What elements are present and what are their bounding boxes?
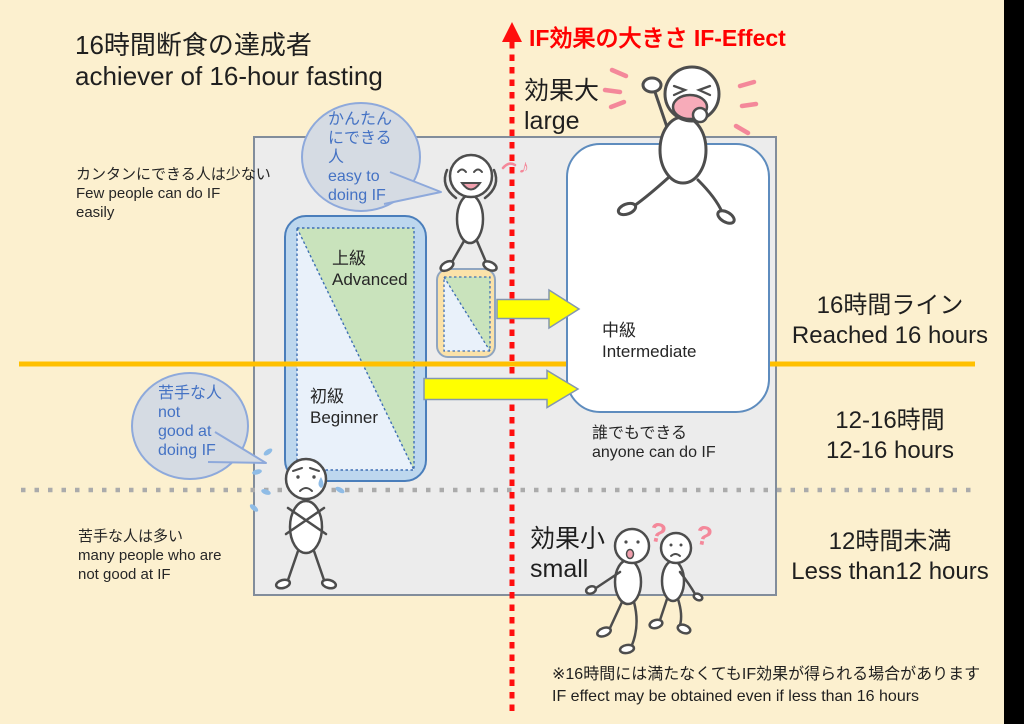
label-16h-line: 16時間ライン Reached 16 hours [791, 292, 989, 349]
excitement-dashes [602, 67, 759, 136]
title-ja: 16時間断食の達成者 [75, 30, 312, 60]
bubble-easy-text: かんたん にできる 人 easy to doing IF [328, 111, 393, 204]
small-achiever-box [436, 268, 496, 358]
label-effect-small: 効果小 small [530, 525, 606, 583]
label-12-16h: 12-16時間 12-16 hours [825, 407, 955, 464]
intermediate-box [566, 143, 770, 413]
label-anyone: 誰でもできる anyone can do IF [592, 425, 716, 461]
note-few-people: カンタンにできる人は少ない Few people can do IF easil… [76, 166, 271, 221]
page-title: 16時間断食の達成者 achiever of 16-hour fasting [75, 30, 383, 92]
effect-axis-title: IF効果の大きさ IF-Effect [529, 25, 786, 51]
label-effect-large: 効果大 large [524, 77, 600, 135]
bubble-not-good-text: 苦手な人 not good at doing IF [158, 385, 223, 459]
label-intermediate: 中級 Intermediate [602, 321, 697, 361]
footnote: ※16時間には満たなくてもIF効果が得られる場合があります IF effect … [552, 666, 981, 705]
label-under-12h: 12時間未満 Less than12 hours [791, 528, 989, 585]
label-advanced: 上級 Advanced [332, 249, 408, 289]
note-many-people: 苦手な人は多い many people who are not good at … [78, 528, 222, 583]
right-black-band [1004, 0, 1024, 724]
label-beginner: 初級 Beginner [310, 387, 379, 427]
title-en: achiever of 16-hour fasting [75, 61, 383, 91]
effect-axis-arrow-icon [502, 22, 522, 42]
